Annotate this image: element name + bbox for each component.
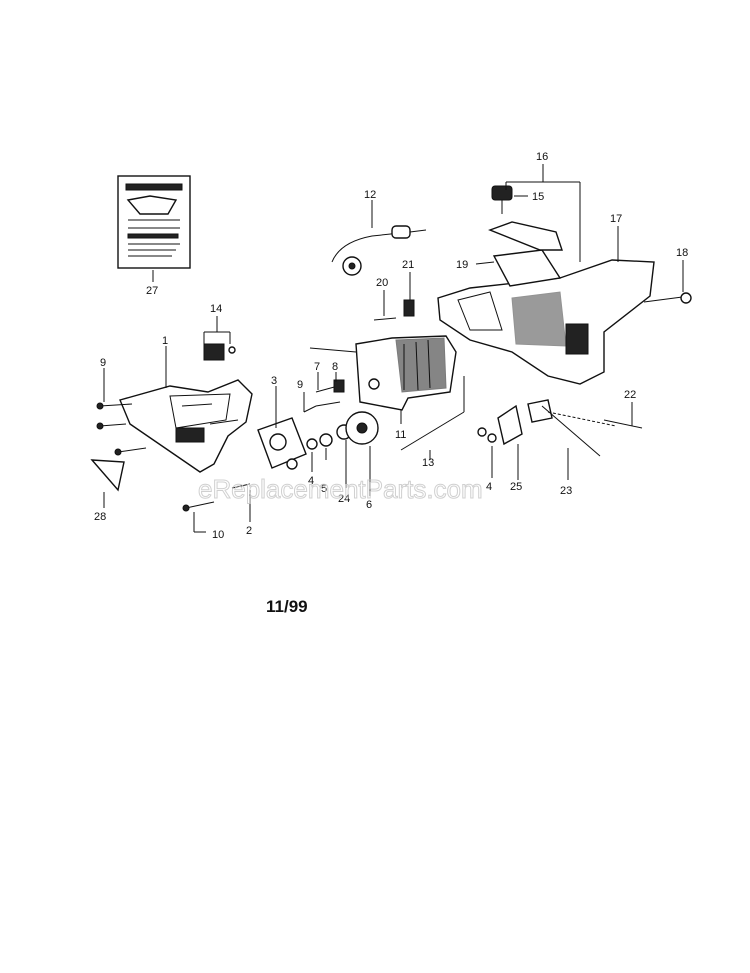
- label-1: 1: [162, 335, 168, 347]
- label-4b: 4: [486, 481, 492, 493]
- label-12: 12: [364, 189, 376, 201]
- part-labels: 1 2 3 4 4 5 6 7 8 9 9 10 11 12 13 14 15 …: [94, 151, 688, 541]
- small-screw: [373, 299, 415, 321]
- bar-stud: [231, 483, 251, 489]
- label-9a: 9: [100, 357, 106, 369]
- label-16: 16: [536, 151, 548, 163]
- leader-lines: [103, 164, 684, 533]
- label-15: 15: [532, 191, 544, 203]
- manual-booklet: [117, 175, 191, 269]
- screws-left: [96, 402, 239, 512]
- sprocket-group: [306, 411, 379, 450]
- label-24: 24: [338, 493, 350, 505]
- left-housing-cover: [119, 379, 253, 473]
- label-7: 7: [314, 361, 320, 373]
- label-20: 20: [376, 277, 388, 289]
- label-27: 27: [146, 285, 158, 297]
- label-17: 17: [610, 213, 622, 225]
- label-11: 11: [395, 429, 406, 441]
- oil-tank: [492, 249, 562, 287]
- label-21: 21: [402, 259, 414, 271]
- label-26: 28: [94, 511, 106, 523]
- power-cord: [331, 225, 427, 276]
- tensioner-bracket: [477, 399, 553, 446]
- label-6: 6: [366, 499, 372, 511]
- label-14: 14: [210, 303, 222, 315]
- date-code: 11/99: [266, 597, 308, 616]
- brush-assembly: [203, 331, 236, 361]
- label-5: 5: [321, 483, 327, 495]
- label-22: 22: [624, 389, 636, 401]
- motor-assembly: [309, 335, 457, 411]
- bar-and-chain: [541, 405, 643, 457]
- right-housing: [437, 259, 655, 385]
- label-10: 10: [212, 529, 224, 541]
- oil-cap: [488, 185, 563, 251]
- long-bolt: [643, 292, 692, 304]
- label-8: 8: [332, 361, 338, 373]
- label-23: 23: [560, 485, 572, 497]
- watermark: eReplacementParts.com: [198, 474, 483, 504]
- label-25: 25: [510, 481, 522, 493]
- gasket-plate: [257, 417, 307, 470]
- label-3: 3: [271, 375, 277, 387]
- label-4a: 4: [308, 475, 314, 487]
- label-18: 18: [676, 247, 688, 259]
- label-2: 2: [246, 525, 252, 537]
- label-13: 13: [422, 457, 434, 469]
- label-9b: 9: [297, 379, 303, 391]
- motor-screws: [315, 379, 345, 407]
- chain-guard-plate: [90, 459, 125, 492]
- label-19: 19: [456, 259, 468, 271]
